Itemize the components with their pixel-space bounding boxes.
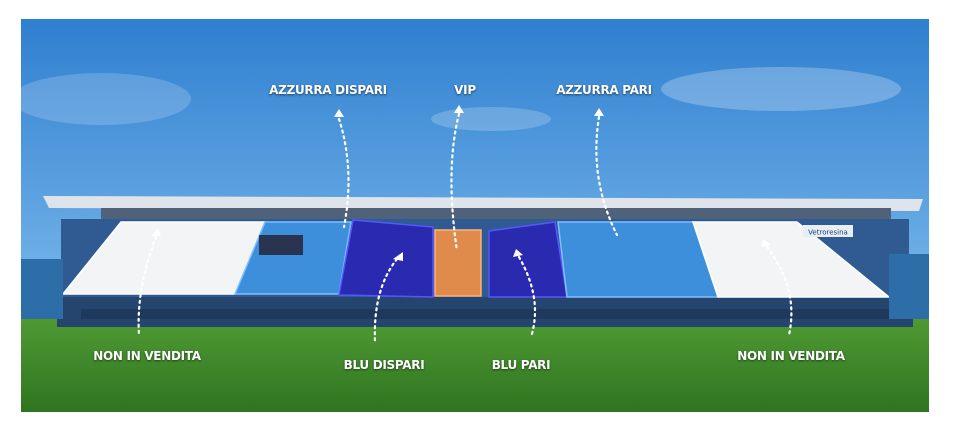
sector-azzurra-pari[interactable] (557, 221, 720, 298)
sector-blu-dispari[interactable] (338, 219, 434, 298)
sponsor-board (803, 225, 853, 237)
arrow-non-in-vendita-right (765, 245, 793, 337)
stadium-roof (43, 196, 923, 211)
box-seats (259, 235, 303, 255)
label-non-in-vendita-right: NON IN VENDITA (737, 349, 845, 363)
stand-wing-right (889, 254, 929, 319)
stadium-roof-beam (101, 208, 891, 220)
sector-blu-pari[interactable] (488, 221, 568, 298)
stadium-illustration: Vetroresina (11, 19, 929, 412)
pitch (21, 319, 929, 412)
sponsor-text: Vetroresina (808, 229, 848, 237)
arrow-vip (450, 112, 461, 253)
sector-vip[interactable] (434, 229, 482, 297)
arrow-blu-pari (517, 255, 537, 339)
label-blu-dispari: BLU DISPARI (343, 358, 425, 372)
arrow-blu-dispari (373, 257, 399, 343)
arrowhead-icon (151, 228, 161, 236)
arrowhead-icon (513, 249, 523, 257)
cloud (431, 107, 551, 131)
label-vip: VIP (454, 83, 476, 97)
arrowhead-icon (594, 108, 604, 116)
arrowhead-icon (334, 109, 344, 117)
label-blu-pari: BLU PARI (491, 358, 551, 372)
pitch-wall (81, 309, 889, 319)
arrowhead-icon (393, 252, 403, 261)
label-azzurra-dispari: AZZURRA DISPARI (269, 83, 387, 97)
cloud (661, 67, 901, 111)
stadium-map: Vetroresina AZZURRA DISPARI VIP AZZURRA … (11, 19, 929, 412)
arrow-non-in-vendita-left (137, 235, 158, 337)
arrowhead-icon (454, 105, 464, 113)
label-non-in-vendita-left: NON IN VENDITA (93, 349, 201, 363)
arrow-azzurra-pari (595, 115, 619, 237)
label-azzurra-pari: AZZURRA PARI (556, 83, 652, 97)
arrow-azzurra-dispari (337, 117, 350, 229)
arrowhead-icon (761, 239, 771, 247)
stand-wing-left (21, 259, 63, 319)
cloud (11, 73, 191, 125)
